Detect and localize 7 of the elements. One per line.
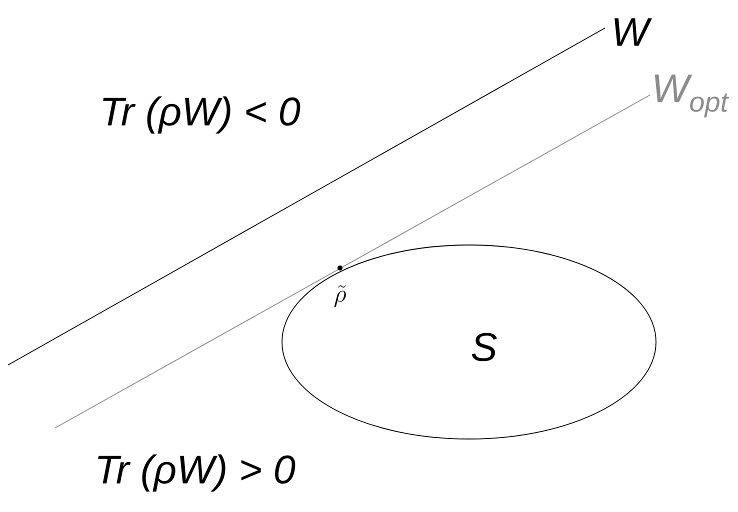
point-label: $\tilde{\rho}$ — [334, 285, 346, 308]
region-label: Tr (ρW) > 0 — [98, 454, 296, 492]
set-label: S — [472, 332, 497, 362]
region-label: Tr (ρW) < 0 — [103, 96, 300, 134]
line-label: W — [614, 18, 652, 46]
set-ellipse — [282, 244, 656, 440]
line-label: W$_{opt}$ — [654, 74, 730, 118]
